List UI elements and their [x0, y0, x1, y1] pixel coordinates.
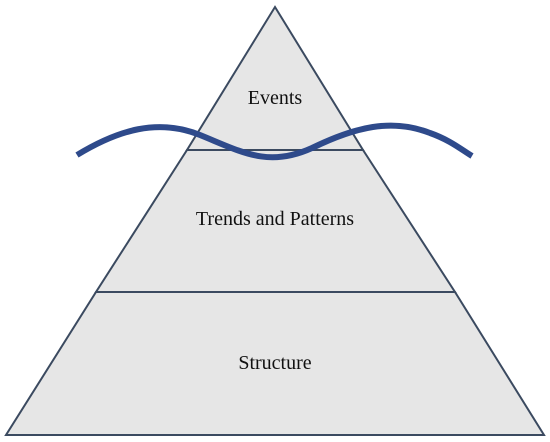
layer-label-trends-and-patterns: Trends and Patterns	[196, 208, 354, 230]
layer-label-structure: Structure	[238, 352, 311, 374]
layer-label-events: Events	[248, 87, 303, 109]
waterline-wave	[75, 122, 474, 161]
pyramid-layer-events	[185, 5, 365, 151]
